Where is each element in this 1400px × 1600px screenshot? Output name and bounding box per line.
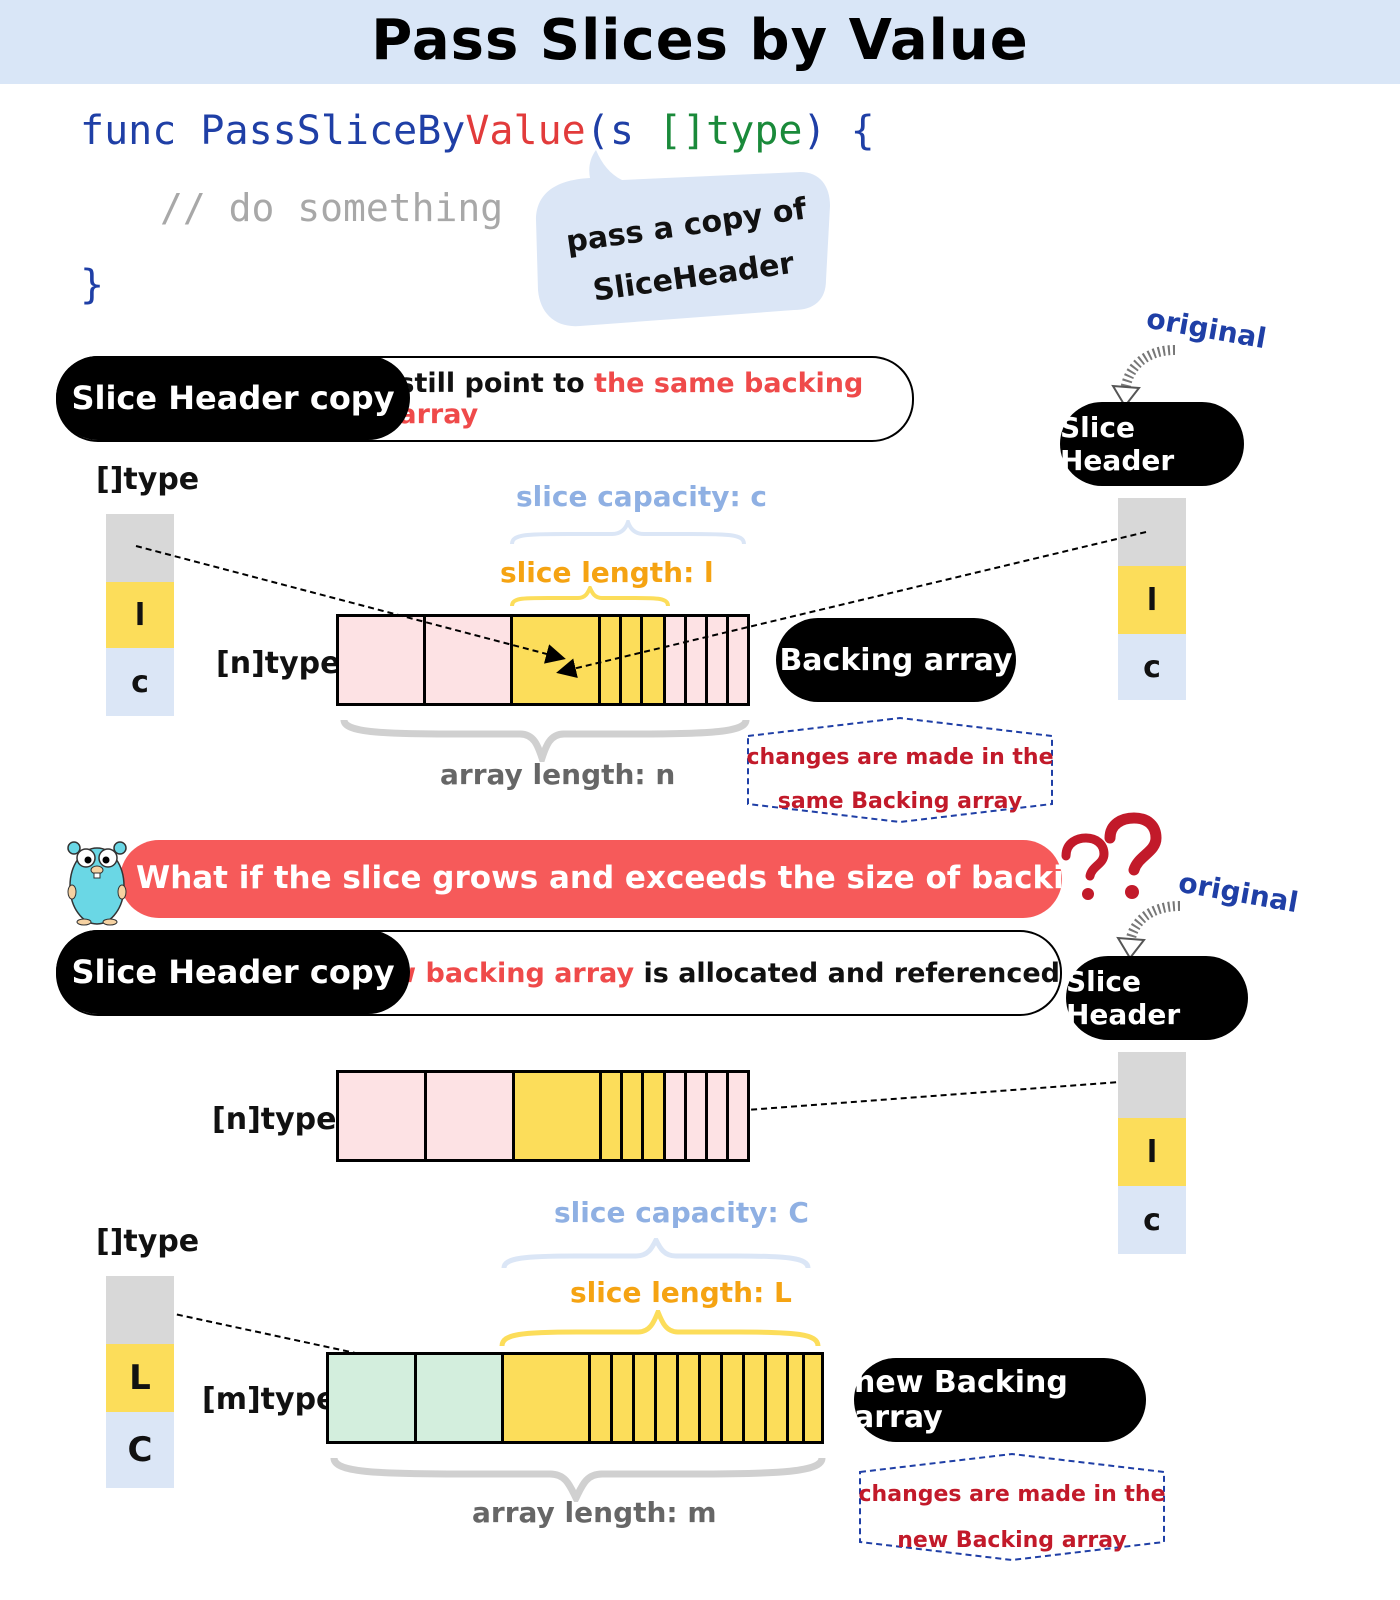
section1-array-length-label: array length: n	[440, 758, 676, 791]
curved-arrow-icon	[1111, 345, 1176, 408]
section1-backing-array-pill: Backing array	[776, 618, 1016, 702]
section2-slice-type-label: []type	[96, 1224, 200, 1259]
section2-array-brace	[330, 1457, 826, 1502]
section2-length-label: slice length: L	[570, 1276, 792, 1309]
section1-array-type-label: [n]type	[216, 646, 341, 681]
section1-description: still point to the same backing array	[382, 368, 912, 430]
section1-desc-prefix: still point to	[398, 368, 595, 399]
code-close: ) {	[802, 108, 875, 154]
code-fn-name-a: PassSliceBy	[200, 108, 466, 154]
array-cell	[620, 1070, 644, 1162]
curved-arrow-icon	[1116, 901, 1181, 960]
code-open-paren: (s	[585, 108, 658, 154]
section1-note: changes are made in the same Backing arr…	[746, 736, 1054, 824]
title-bar	[0, 0, 1400, 84]
array-cell	[414, 1352, 504, 1444]
section2-orig-cap-cell: c	[1118, 1186, 1186, 1254]
array-cell	[588, 1352, 613, 1444]
array-cell	[619, 614, 643, 706]
section1-header-copy-pill: Slice Header copy	[56, 356, 410, 440]
array-cell	[512, 1070, 602, 1162]
section2-length-brace	[499, 1310, 821, 1347]
section1-capacity-brace	[510, 520, 746, 545]
section1-orig-ptr-cell	[1118, 498, 1186, 566]
section1-cap-cell: c	[106, 648, 174, 716]
array-cell	[726, 614, 750, 706]
code-end-brace: }	[80, 262, 105, 308]
section2-note-line2: new Backing array	[897, 1528, 1127, 1553]
section2-description: a new backing array is allocated and ref…	[306, 958, 1060, 989]
section2-old-backing-array	[336, 1070, 750, 1162]
section2-header-copy-pill: Slice Header copy	[56, 930, 410, 1014]
section1-slice-type-label: []type	[96, 462, 200, 497]
array-cell	[423, 614, 513, 706]
section2-orig-ptr-cell	[1118, 1052, 1186, 1118]
speech-bubble	[536, 150, 830, 327]
section2-capacity-brace	[501, 1238, 811, 1269]
section2-note-line1: changes are made in the	[858, 1482, 1166, 1507]
section2-note-frame	[859, 1452, 1165, 1562]
array-cell	[424, 1070, 515, 1162]
array-cell	[684, 614, 708, 706]
array-cell	[501, 1352, 591, 1444]
section2-cap-cell: C	[106, 1412, 174, 1488]
section2-len-cell: L	[106, 1344, 174, 1412]
section2-new-array-type-label: [m]type	[202, 1382, 337, 1417]
section1-original-header-pill: Slice Header	[1060, 402, 1244, 486]
section2-new-backing-array	[326, 1352, 824, 1444]
code-signature: func PassSliceByValue(s []type) {	[80, 108, 875, 154]
section1-orig-len-cell: l	[1118, 566, 1186, 634]
array-cell	[326, 1352, 417, 1444]
array-cell	[336, 1070, 427, 1162]
section2-note: changes are made in the new Backing arra…	[858, 1472, 1166, 1564]
code-param-type: []type	[658, 108, 803, 154]
section2-old-array-type-label: [n]type	[212, 1102, 337, 1137]
page-title: Pass Slices by Value	[371, 8, 1029, 73]
section1-capacity-label: slice capacity: c	[516, 480, 768, 513]
array-cell	[336, 614, 426, 706]
section2-desc-b: is allocated and referenced	[634, 957, 1060, 989]
code-func-keyword: func	[80, 108, 177, 154]
section1-length-brace	[510, 586, 670, 607]
code-comment: // do something	[160, 186, 504, 230]
section1-len-cell: l	[106, 582, 174, 648]
section2-ptr-cell	[106, 1276, 174, 1344]
section1-desc-highlight: the same backing array	[398, 368, 864, 430]
section1-array-brace	[340, 719, 750, 762]
gopher-icon	[67, 841, 127, 926]
section1-note-line1: changes are made in the	[746, 745, 1054, 770]
section1-backing-array	[336, 614, 750, 706]
section1-orig-cap-cell: c	[1118, 634, 1186, 700]
array-cell	[726, 1070, 750, 1162]
section2-capacity-label: slice capacity: C	[554, 1196, 809, 1229]
section1-note-frame	[747, 716, 1053, 824]
array-cell	[802, 1352, 824, 1444]
section1-length-label: slice length: l	[500, 556, 714, 589]
section2-orig-len-cell: l	[1118, 1118, 1186, 1186]
section1-note-line2: same Backing array	[777, 789, 1023, 814]
section2-array-length-label: array length: m	[472, 1496, 717, 1529]
question-banner	[120, 840, 1062, 918]
question-marks-icon	[1061, 812, 1162, 900]
section2-new-backing-array-pill: new Backing array	[854, 1358, 1146, 1442]
question-text: What if the slice grows and exceeds the …	[136, 860, 1240, 896]
code-fn-name-b: Value	[465, 108, 586, 154]
section2-original-header-pill: Slice Header	[1066, 956, 1248, 1040]
